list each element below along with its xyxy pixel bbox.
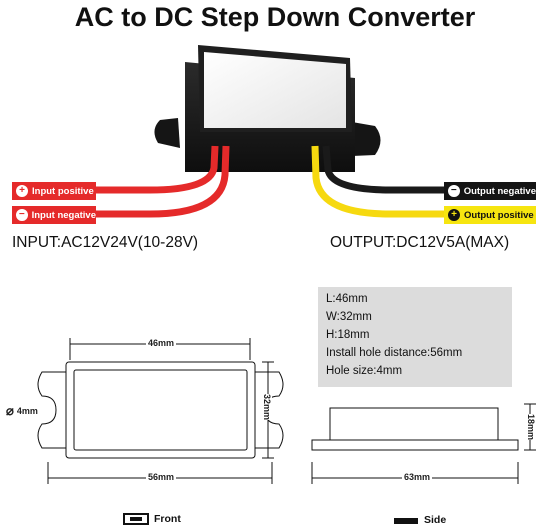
side-right-dimension: 18mm — [526, 413, 537, 441]
wire-output-positive — [311, 145, 444, 218]
input-positive-label: Input positive — [32, 185, 94, 197]
front-right-dimension: 32mm — [262, 393, 273, 421]
output-positive-label: Output positive — [464, 209, 534, 221]
input-spec: INPUT:AC12V24V(10-28V) — [12, 234, 199, 251]
front-bottom-dimension: 56mm — [146, 472, 177, 482]
front-legend-label: Front — [154, 513, 181, 525]
side-legend-icon — [394, 518, 418, 524]
wire-input-positive — [96, 145, 219, 194]
input-negative-label: Input negative — [31, 209, 96, 221]
minus-icon: − — [448, 185, 460, 197]
output-positive-tag: + Output positive — [444, 206, 536, 224]
wire-input-negative — [96, 145, 230, 218]
case-left-ear — [154, 118, 180, 148]
page-title: AC to DC Step Down Converter — [74, 2, 476, 32]
spec-hole-size: Hole size:4mm — [326, 365, 403, 377]
hole-dimension: ⌀ 4mm — [6, 403, 38, 419]
spec-height: H:18mm — [326, 329, 370, 341]
side-legend-label: Side — [424, 514, 447, 526]
diameter-icon: ⌀ — [6, 403, 14, 418]
spec-width: W:32mm — [326, 311, 372, 323]
case-right-ear — [352, 122, 381, 156]
hole-dimension-value: 4mm — [16, 406, 38, 416]
plus-icon: + — [16, 185, 28, 197]
output-negative-label: Output negative — [463, 185, 536, 197]
plus-icon: + — [448, 209, 460, 221]
input-negative-tag: − Input negative — [12, 206, 96, 224]
minus-icon: − — [16, 209, 28, 221]
front-drawing — [37, 338, 284, 484]
side-bottom-dimension: 63mm — [402, 472, 433, 482]
case-label — [204, 52, 346, 128]
output-spec: OUTPUT:DC12V5A(MAX) — [330, 234, 510, 251]
wire-output-negative — [322, 145, 444, 194]
spec-hole-distance: Install hole distance:56mm — [326, 347, 463, 359]
output-negative-tag: − Output negative — [444, 182, 536, 200]
front-legend-icon — [123, 513, 149, 525]
spec-box: L:46mm W:32mm H:18mm Install hole distan… — [318, 287, 512, 387]
spec-length: L:46mm — [326, 293, 368, 305]
front-top-dimension: 46mm — [146, 338, 177, 348]
input-positive-tag: + Input positive — [12, 182, 96, 200]
